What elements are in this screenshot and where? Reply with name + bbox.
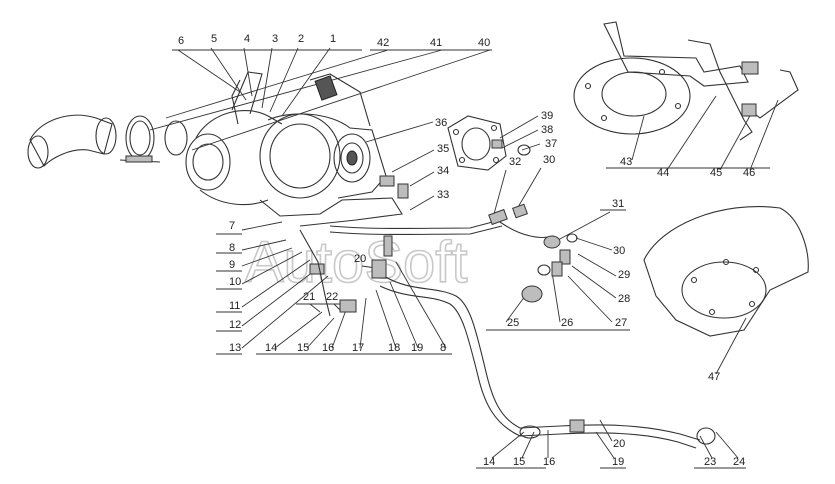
oil-feed-pipe	[329, 203, 555, 239]
callout-label: 34	[437, 165, 449, 177]
callout-label: 1	[330, 33, 336, 45]
callout-label: 23	[704, 456, 716, 468]
callout-label: 30	[543, 154, 555, 166]
callout-label: 39	[541, 110, 553, 122]
callout-label: 2	[298, 33, 304, 45]
flange-plate	[573, 57, 691, 135]
callout-label: 25	[507, 317, 519, 329]
callout-label: 12	[229, 319, 241, 331]
callout-label: 32	[509, 156, 521, 168]
callout-label: 6	[178, 35, 184, 47]
callout-label: 24	[733, 456, 745, 468]
callout-label: 17	[352, 342, 364, 354]
callout-label: 8	[440, 342, 446, 354]
callout-label: 30	[613, 245, 625, 257]
callout-label: 45	[710, 167, 722, 179]
heat-shield	[643, 206, 809, 337]
callout-label: 26	[561, 317, 573, 329]
callout-label: 21	[303, 291, 315, 303]
callout-label: 35	[437, 143, 449, 155]
leader-lines	[149, 47, 779, 459]
turbocharger-body	[185, 71, 409, 227]
callout-label: 3	[272, 33, 278, 45]
callout-label: 14	[483, 456, 495, 468]
callout-label: 13	[229, 342, 241, 354]
label-underlines	[172, 49, 770, 469]
callout-label: 27	[615, 317, 627, 329]
callout-label: 46	[743, 167, 755, 179]
gasket	[447, 115, 531, 171]
callout-label: 19	[612, 456, 624, 468]
oil-return-pipe	[299, 229, 716, 449]
callout-label: 20	[354, 253, 366, 265]
callout-label: 42	[377, 37, 389, 49]
callout-label: 19	[411, 342, 423, 354]
callout-label: 9	[229, 259, 235, 271]
callout-label: 29	[618, 269, 630, 281]
callout-label: 15	[297, 342, 309, 354]
callout-label: 22	[326, 291, 338, 303]
drain-fittings	[521, 233, 578, 303]
callout-label: 36	[435, 117, 447, 129]
callout-label: 37	[545, 138, 557, 150]
callout-label: 28	[618, 293, 630, 305]
callout-label: 41	[430, 37, 442, 49]
callout-label: 38	[541, 124, 553, 136]
callout-label: 47	[708, 371, 720, 383]
callout-label: 4	[244, 33, 250, 45]
callout-label: 11	[229, 300, 240, 312]
callout-label: 15	[513, 456, 525, 468]
callout-label: 16	[322, 342, 334, 354]
callout-label: 8	[229, 242, 235, 254]
callout-label: 20	[613, 438, 625, 450]
callout-label: 10	[229, 276, 241, 288]
callout-label: 40	[478, 37, 490, 49]
callout-label: 43	[620, 156, 632, 168]
callout-label: 7	[229, 220, 235, 232]
callout-label: 33	[437, 189, 449, 201]
callout-label: 14	[265, 342, 277, 354]
mounting-bracket	[603, 21, 799, 141]
callout-label: 16	[543, 456, 555, 468]
callout-label: 5	[211, 33, 217, 45]
callout-label: 31	[612, 198, 624, 210]
intake-hose	[27, 114, 188, 169]
callout-label: 44	[657, 167, 669, 179]
callout-label: 18	[388, 342, 400, 354]
